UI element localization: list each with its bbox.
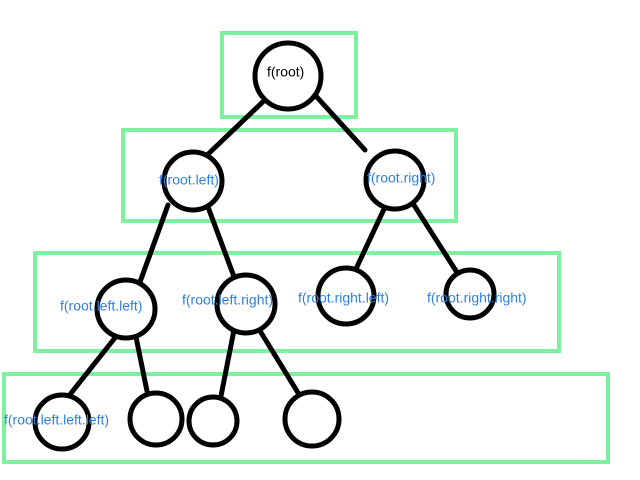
label-left-left-left: f(root.left.left.left) — [4, 412, 109, 428]
edge-left-left-left-right — [133, 334, 151, 399]
node-left-right — [214, 272, 278, 336]
label-right: f(root.right) — [367, 170, 435, 186]
label-left-right: f(root.left.right) — [182, 292, 273, 308]
node-left-right-right — [282, 389, 342, 449]
node-right — [363, 148, 427, 212]
label-left: f(root.left) — [159, 172, 219, 188]
level-box-1 — [121, 128, 458, 223]
label-right-right: f(root.right.right) — [427, 290, 527, 306]
edge-left-left-right — [205, 204, 239, 285]
node-right-left — [315, 265, 377, 327]
node-root — [252, 40, 324, 112]
edge-right-right-right — [409, 199, 461, 277]
edge-right-right-left — [352, 204, 388, 274]
level-box-3 — [2, 372, 610, 464]
edge-left-right-left-right-left — [218, 327, 237, 399]
node-left-right-left — [186, 394, 240, 448]
edge-left-left-left — [137, 202, 171, 285]
edge-left-right-left-right-right — [254, 323, 303, 399]
node-left-left — [94, 277, 158, 341]
node-left-left-left — [32, 392, 92, 452]
edge-root-right — [312, 92, 368, 153]
level-box-2 — [33, 251, 561, 353]
level-box-0 — [220, 31, 358, 119]
label-right-left: f(root.right.left) — [298, 290, 389, 306]
edge-root-left — [201, 92, 273, 161]
edge-left-left-left-left — [65, 331, 121, 400]
label-left-left: f(root.left.left) — [60, 298, 142, 314]
node-left-left-right — [127, 390, 185, 448]
node-right-right — [443, 267, 497, 321]
node-left — [161, 149, 225, 213]
label-root: f(root) — [267, 64, 304, 80]
